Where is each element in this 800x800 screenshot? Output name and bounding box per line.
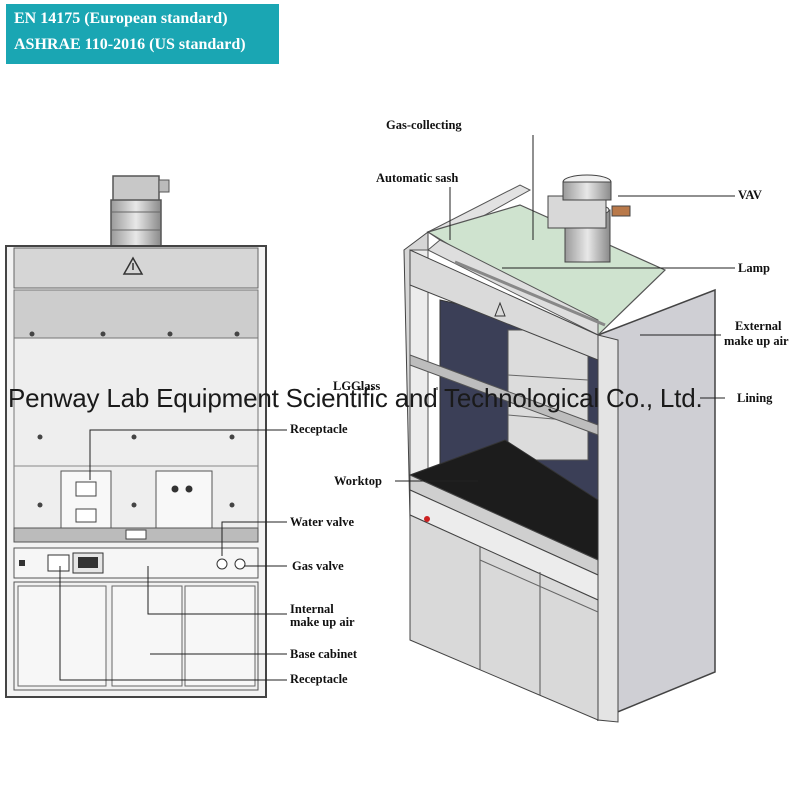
label-gas-valve: Gas valve [292,559,344,573]
label-internal-makeup-1: Internal [290,602,334,616]
label-automatic-sash: Automatic sash [376,171,459,185]
label-internal-makeup-2: make up air [290,615,355,629]
label-vav: VAV [738,188,762,202]
standards-banner: EN 14175 (European standard) ASHRAE 110-… [6,4,279,64]
label-external-makeup-1: External [735,319,782,333]
warning-triangle-icon [122,256,144,275]
receptacle-plate-left [60,470,112,530]
front-exhaust-collar [110,175,170,247]
receptacle-plate-right [155,470,213,530]
label-gas-collecting: Gas-collecting [386,118,462,132]
front-view-hood [5,175,287,698]
label-water-valve: Water valve [290,515,354,529]
label-external-makeup-2: make up air [724,334,789,348]
label-lamp: Lamp [738,261,770,275]
label-lgglass: LGGlass [333,379,381,393]
standard-en: EN 14175 (European standard) [14,10,228,27]
standard-ashrae: ASHRAE 110-2016 (US standard) [14,36,246,53]
label-worktop: Worktop [334,474,382,488]
company-watermark: Penway Lab Equipment Scientific and Tech… [8,383,703,413]
label-receptacle-bottom: Receptacle [290,672,348,686]
isometric-view-hood [395,135,735,723]
label-lining: Lining [737,391,773,405]
vav-collar [547,174,631,263]
label-base-cabinet: Base cabinet [290,647,358,661]
label-receptacle-top: Receptacle [290,422,348,436]
iso-warning-triangle-icon [494,301,506,317]
